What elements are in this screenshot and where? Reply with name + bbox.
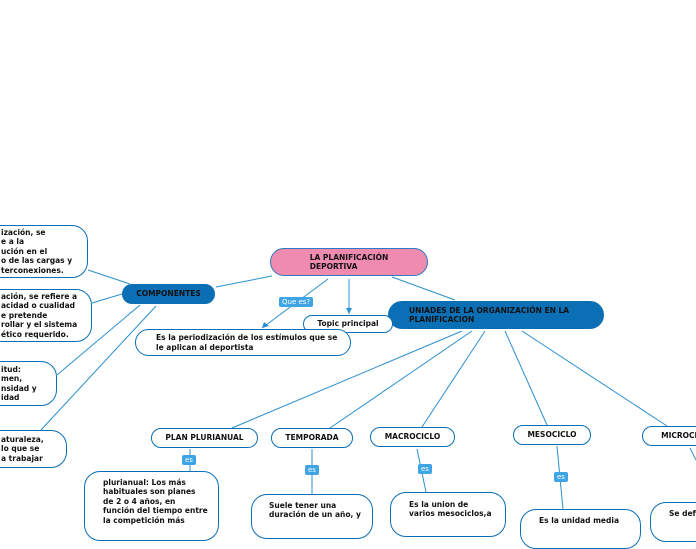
componente-item[interactable]: ación, se refiere a acidad o cualidad e … xyxy=(0,289,92,342)
connector-line xyxy=(391,276,456,301)
unit-detail[interactable]: Se defi xyxy=(650,502,696,542)
unit-temporada[interactable]: TEMPORADA xyxy=(271,428,353,448)
es-link-label: es xyxy=(305,465,319,476)
componentes-node[interactable]: COMPONENTES xyxy=(122,284,215,304)
unit-mesociclo[interactable]: MESOCICLO xyxy=(513,425,591,445)
arrowhead xyxy=(262,322,269,328)
unit-microciclo[interactable]: MICROCIC xyxy=(642,426,696,446)
unit-macrociclo[interactable]: MACROCICLO xyxy=(370,427,455,447)
connector-line xyxy=(39,305,157,432)
unit-detail[interactable]: Suele tener una duración de un año, y xyxy=(251,494,373,539)
unit-detail[interactable]: Es la union de varios mesociclos,a xyxy=(390,492,506,537)
unit-detail[interactable]: plurianual: Los más habituales son plane… xyxy=(84,471,219,541)
connector-line xyxy=(56,304,141,376)
es-link-label: es xyxy=(182,455,196,466)
es-link-label: es xyxy=(554,472,568,483)
connector-line xyxy=(87,269,131,285)
connector-line xyxy=(215,275,273,288)
connector-line xyxy=(231,330,463,429)
connector-line xyxy=(689,447,696,461)
definicion-node[interactable]: Es la periodización de los estímulos que… xyxy=(135,329,351,356)
connector-line xyxy=(91,293,123,304)
topic-node[interactable]: Topic principal xyxy=(303,315,393,333)
root-label: LA PLANIFICACIÓN DEPORTIVA xyxy=(309,252,389,271)
componentes-label: COMPONENTES xyxy=(136,289,201,299)
es-link-label: es xyxy=(418,464,432,475)
connector-line xyxy=(421,330,486,428)
que-es-link-label: Que es? xyxy=(279,297,314,308)
root-node[interactable]: LA PLANIFICACIÓN DEPORTIVA xyxy=(270,248,428,276)
mind-map-canvas: LA PLANIFICACIÓN DEPORTIVA COMPONENTES U… xyxy=(0,225,696,549)
unit-detail[interactable]: Es la unidad media xyxy=(520,509,641,549)
unidades-node[interactable]: UNIADES DE LA ORGANIZACIÓN EN LA PLANIFI… xyxy=(388,301,604,329)
connector-lines xyxy=(39,269,696,510)
connector-line xyxy=(329,330,473,429)
arrowhead xyxy=(346,308,352,314)
connector-line xyxy=(504,330,548,426)
componente-item[interactable]: ización, se e a la ución en el o de las … xyxy=(0,225,88,278)
componente-item[interactable]: itud: men, nsidad y idad xyxy=(0,361,57,406)
componente-item[interactable]: aturaleza, lo que se a trabajar xyxy=(0,430,67,468)
definicion-label: Es la periodización de los estímulos que… xyxy=(156,333,338,352)
unidades-label: UNIADES DE LA ORGANIZACIÓN EN LA PLANIFI… xyxy=(409,305,570,324)
unit-plan-plurianual[interactable]: PLAN PLURIANUAL xyxy=(151,428,258,448)
connector-line xyxy=(521,330,668,427)
topic-label: Topic principal xyxy=(317,319,379,329)
